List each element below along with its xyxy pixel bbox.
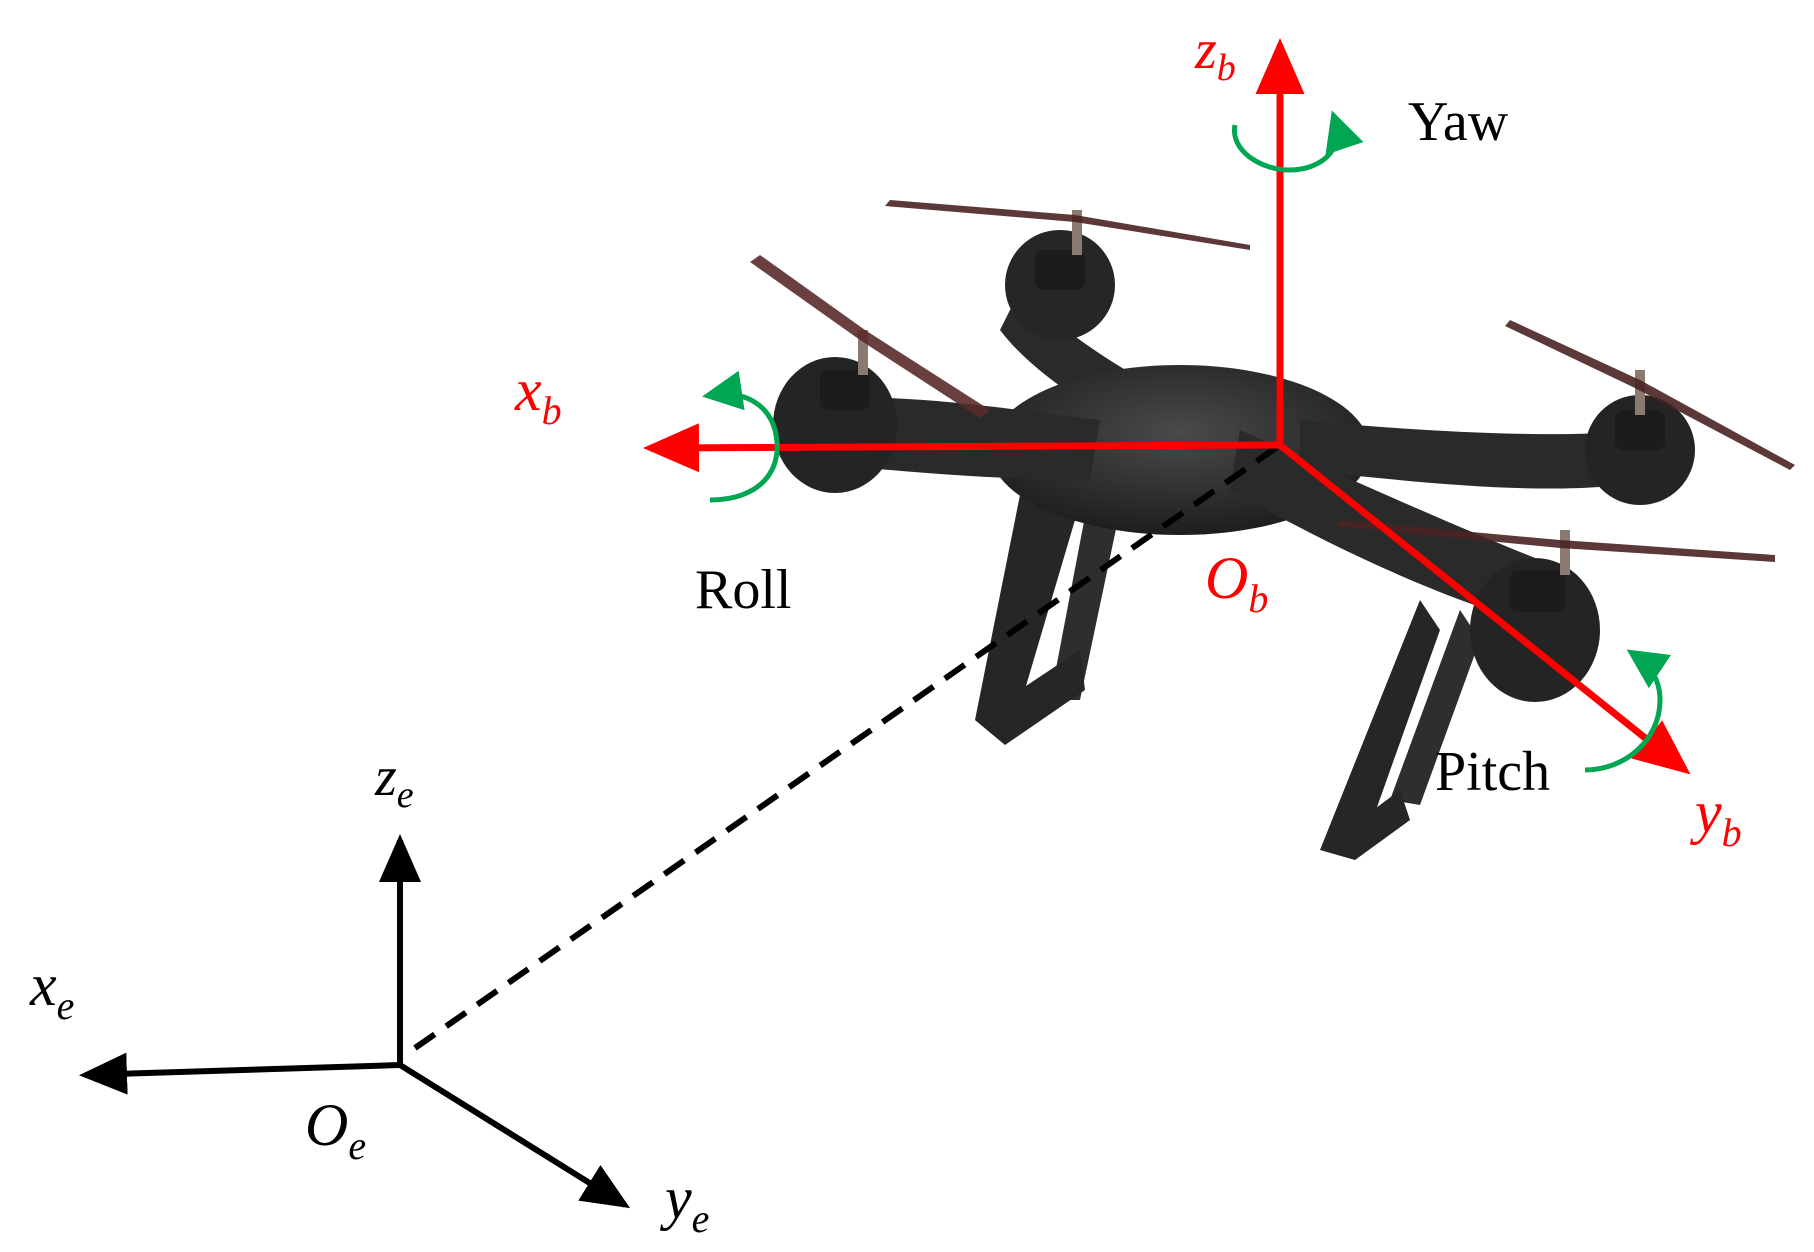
earth-x-axis — [79, 1052, 401, 1095]
pitch-label: Pitch — [1435, 741, 1550, 803]
roll-rotation-arrow — [702, 370, 780, 503]
body-z-axis-label: zb — [1194, 19, 1236, 89]
quadcopter-drone-image — [750, 200, 1795, 860]
earth-z-axis-label: ze — [374, 746, 414, 816]
position-vector-dashed-line — [413, 442, 1282, 1051]
earth-y-axis-label: ye — [659, 1165, 709, 1241]
body-origin-label: Ob — [1205, 545, 1268, 621]
body-y-axis — [1277, 442, 1691, 775]
body-x-axis-label: xb — [514, 357, 562, 433]
roll-label: Roll — [695, 559, 791, 621]
body-x-axis — [643, 423, 1281, 473]
earth-frame — [79, 834, 631, 1209]
body-y-axis-label: yb — [1689, 779, 1742, 855]
earth-y-axis — [398, 1062, 631, 1209]
pitch-rotation-arrow — [1584, 649, 1672, 773]
earth-x-axis-label: xe — [29, 952, 74, 1028]
yaw-rotation-arrow — [1232, 110, 1364, 173]
yaw-label: Yaw — [1408, 91, 1509, 153]
earth-origin-label: Oe — [305, 1092, 366, 1168]
body-frame — [643, 38, 1691, 775]
